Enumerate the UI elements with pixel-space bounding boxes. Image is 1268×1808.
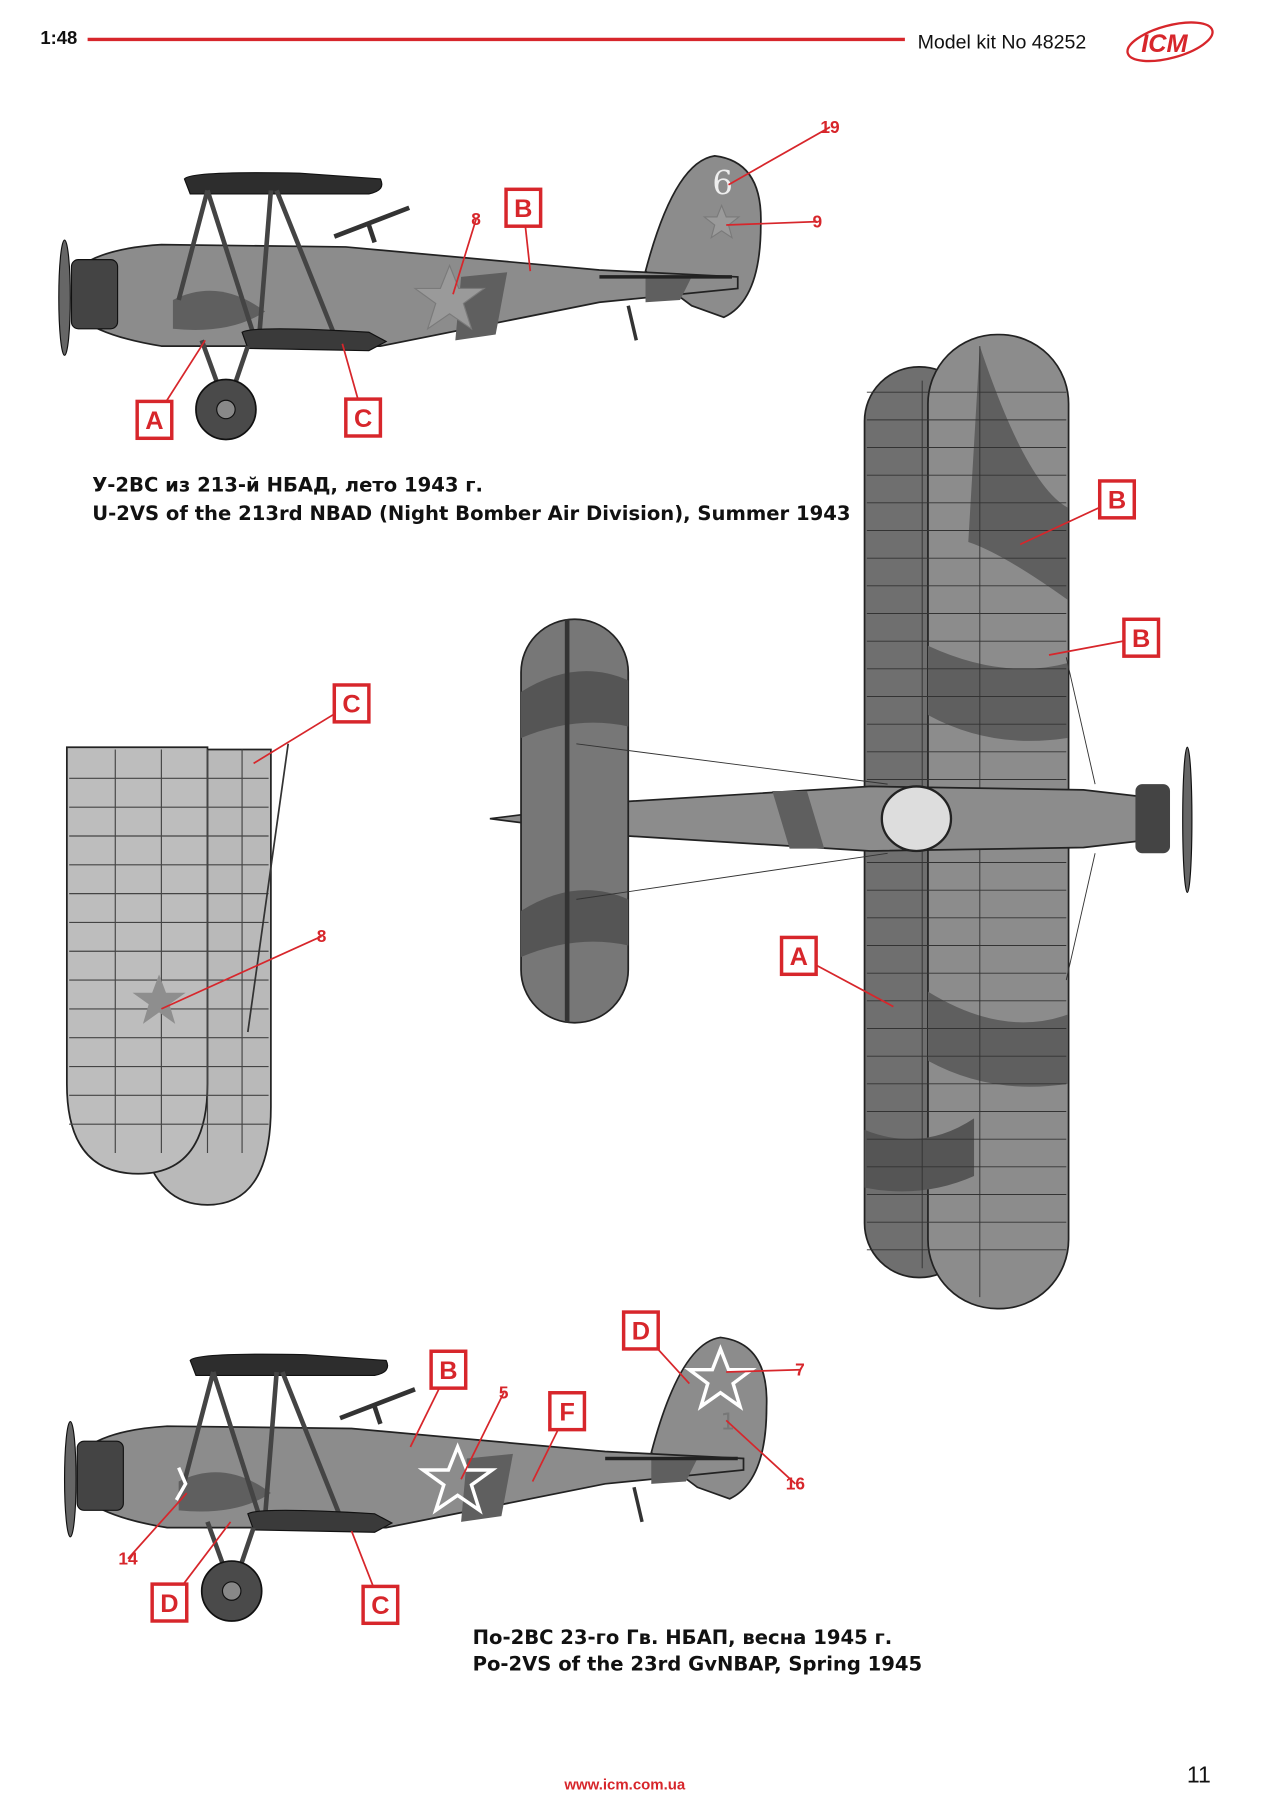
tail-star-white: [684, 1344, 757, 1411]
leader-line: [161, 935, 322, 1010]
paint-code: C: [371, 1592, 389, 1620]
caption-1-en: U-2VS of the 213rd NBAD (Night Bomber Ai…: [92, 502, 850, 525]
leader-line: [726, 1368, 801, 1373]
callout-paint-A: A: [779, 935, 894, 1008]
paint-code-box: [548, 1391, 587, 1432]
profile-view-1943: 6: [59, 156, 761, 440]
callout-paint-A: A: [135, 339, 206, 441]
fuselage-star: [413, 263, 486, 331]
caption-2-en: Po-2VS of the 23rd GvNBAP, Spring 1945: [473, 1653, 923, 1676]
scale-label: 1:48: [40, 27, 77, 48]
paint-code: B: [1132, 625, 1150, 653]
leader-line: [726, 220, 818, 226]
paint-code-box: [779, 935, 818, 977]
leader-line: [452, 219, 477, 295]
kit-title: Model kit No 48252: [918, 32, 1087, 54]
paint-code: A: [790, 943, 808, 971]
callout-decal-8: 8: [452, 209, 481, 295]
callout-decal-7: 7: [726, 1359, 805, 1379]
leader-line: [460, 1392, 505, 1480]
callout-decal-19: 19: [728, 117, 840, 186]
underside-wing-view: [65, 743, 290, 1206]
paint-code: B: [1108, 487, 1126, 515]
paint-code-box: [361, 1584, 400, 1626]
callout-decal-14: 14: [118, 1492, 188, 1569]
callout-paint-D: D: [621, 1310, 690, 1385]
paint-code: D: [632, 1318, 650, 1346]
paint-code-box: [1097, 479, 1137, 520]
callout-decal-16: 16: [725, 1419, 805, 1494]
decal-number: 8: [317, 926, 327, 946]
tail-number: 6: [712, 164, 733, 202]
paint-code: F: [559, 1398, 574, 1426]
callout-paint-C: C: [253, 683, 371, 765]
paint-code: C: [342, 691, 360, 719]
paint-code-box: [429, 1349, 468, 1390]
callout-paint-D: D: [150, 1521, 232, 1623]
callout-decal-8: 8: [161, 926, 327, 1010]
callout-paint-C: C: [350, 1530, 400, 1626]
fuselage-star-white: [417, 1442, 498, 1515]
paint-code-box: [1122, 617, 1161, 658]
decal-number: 16: [786, 1474, 805, 1494]
paint-code-box: [135, 399, 174, 441]
paint-code-box: [621, 1310, 660, 1351]
caption-2-ru: По-2ВС 23-го Гв. НБАП, весна 1945 г.: [473, 1626, 893, 1649]
decal-number: 9: [812, 211, 822, 231]
svg-text:ICM: ICM: [1141, 30, 1188, 58]
icm-logo: ICM: [1126, 21, 1214, 63]
decal-number: 14: [118, 1549, 138, 1569]
callout-paint-B: B: [1048, 617, 1161, 658]
leader-line: [725, 1419, 796, 1485]
callout-paint-B: B: [1019, 479, 1137, 546]
decal-number: 19: [820, 117, 839, 137]
paint-code-box: [344, 397, 383, 438]
paint-code: C: [354, 405, 372, 433]
profile-view-1945: 1: [65, 1337, 767, 1621]
paint-code: B: [439, 1357, 457, 1385]
guards-emblem: [174, 1467, 188, 1501]
paint-code-box: [150, 1582, 189, 1623]
paint-code-box: [504, 187, 543, 228]
paint-code-box: [332, 683, 371, 724]
leader-line: [728, 126, 831, 186]
paint-code: A: [145, 407, 163, 435]
paint-code: D: [160, 1590, 178, 1618]
callout-paint-F: F: [531, 1391, 587, 1482]
leader-line: [127, 1492, 188, 1560]
callout-decal-5: 5: [460, 1383, 509, 1480]
footer-url[interactable]: www.icm.com.ua: [563, 1776, 686, 1793]
tail-star: [702, 203, 741, 240]
callout-paint-B: B: [504, 187, 543, 272]
page-number: 11: [1187, 1761, 1211, 1787]
callout-decal-9: 9: [726, 211, 822, 231]
decal-number: 5: [499, 1383, 509, 1403]
callout-paint-C: C: [341, 343, 383, 438]
decal-number: 7: [795, 1359, 805, 1379]
caption-1-ru: У-2ВС из 213-й НБАД, лето 1943 г.: [92, 473, 483, 496]
decal-number: 8: [471, 209, 481, 229]
top-view: [489, 333, 1193, 1310]
callout-paint-B: B: [409, 1349, 468, 1448]
paint-code: B: [514, 195, 532, 223]
